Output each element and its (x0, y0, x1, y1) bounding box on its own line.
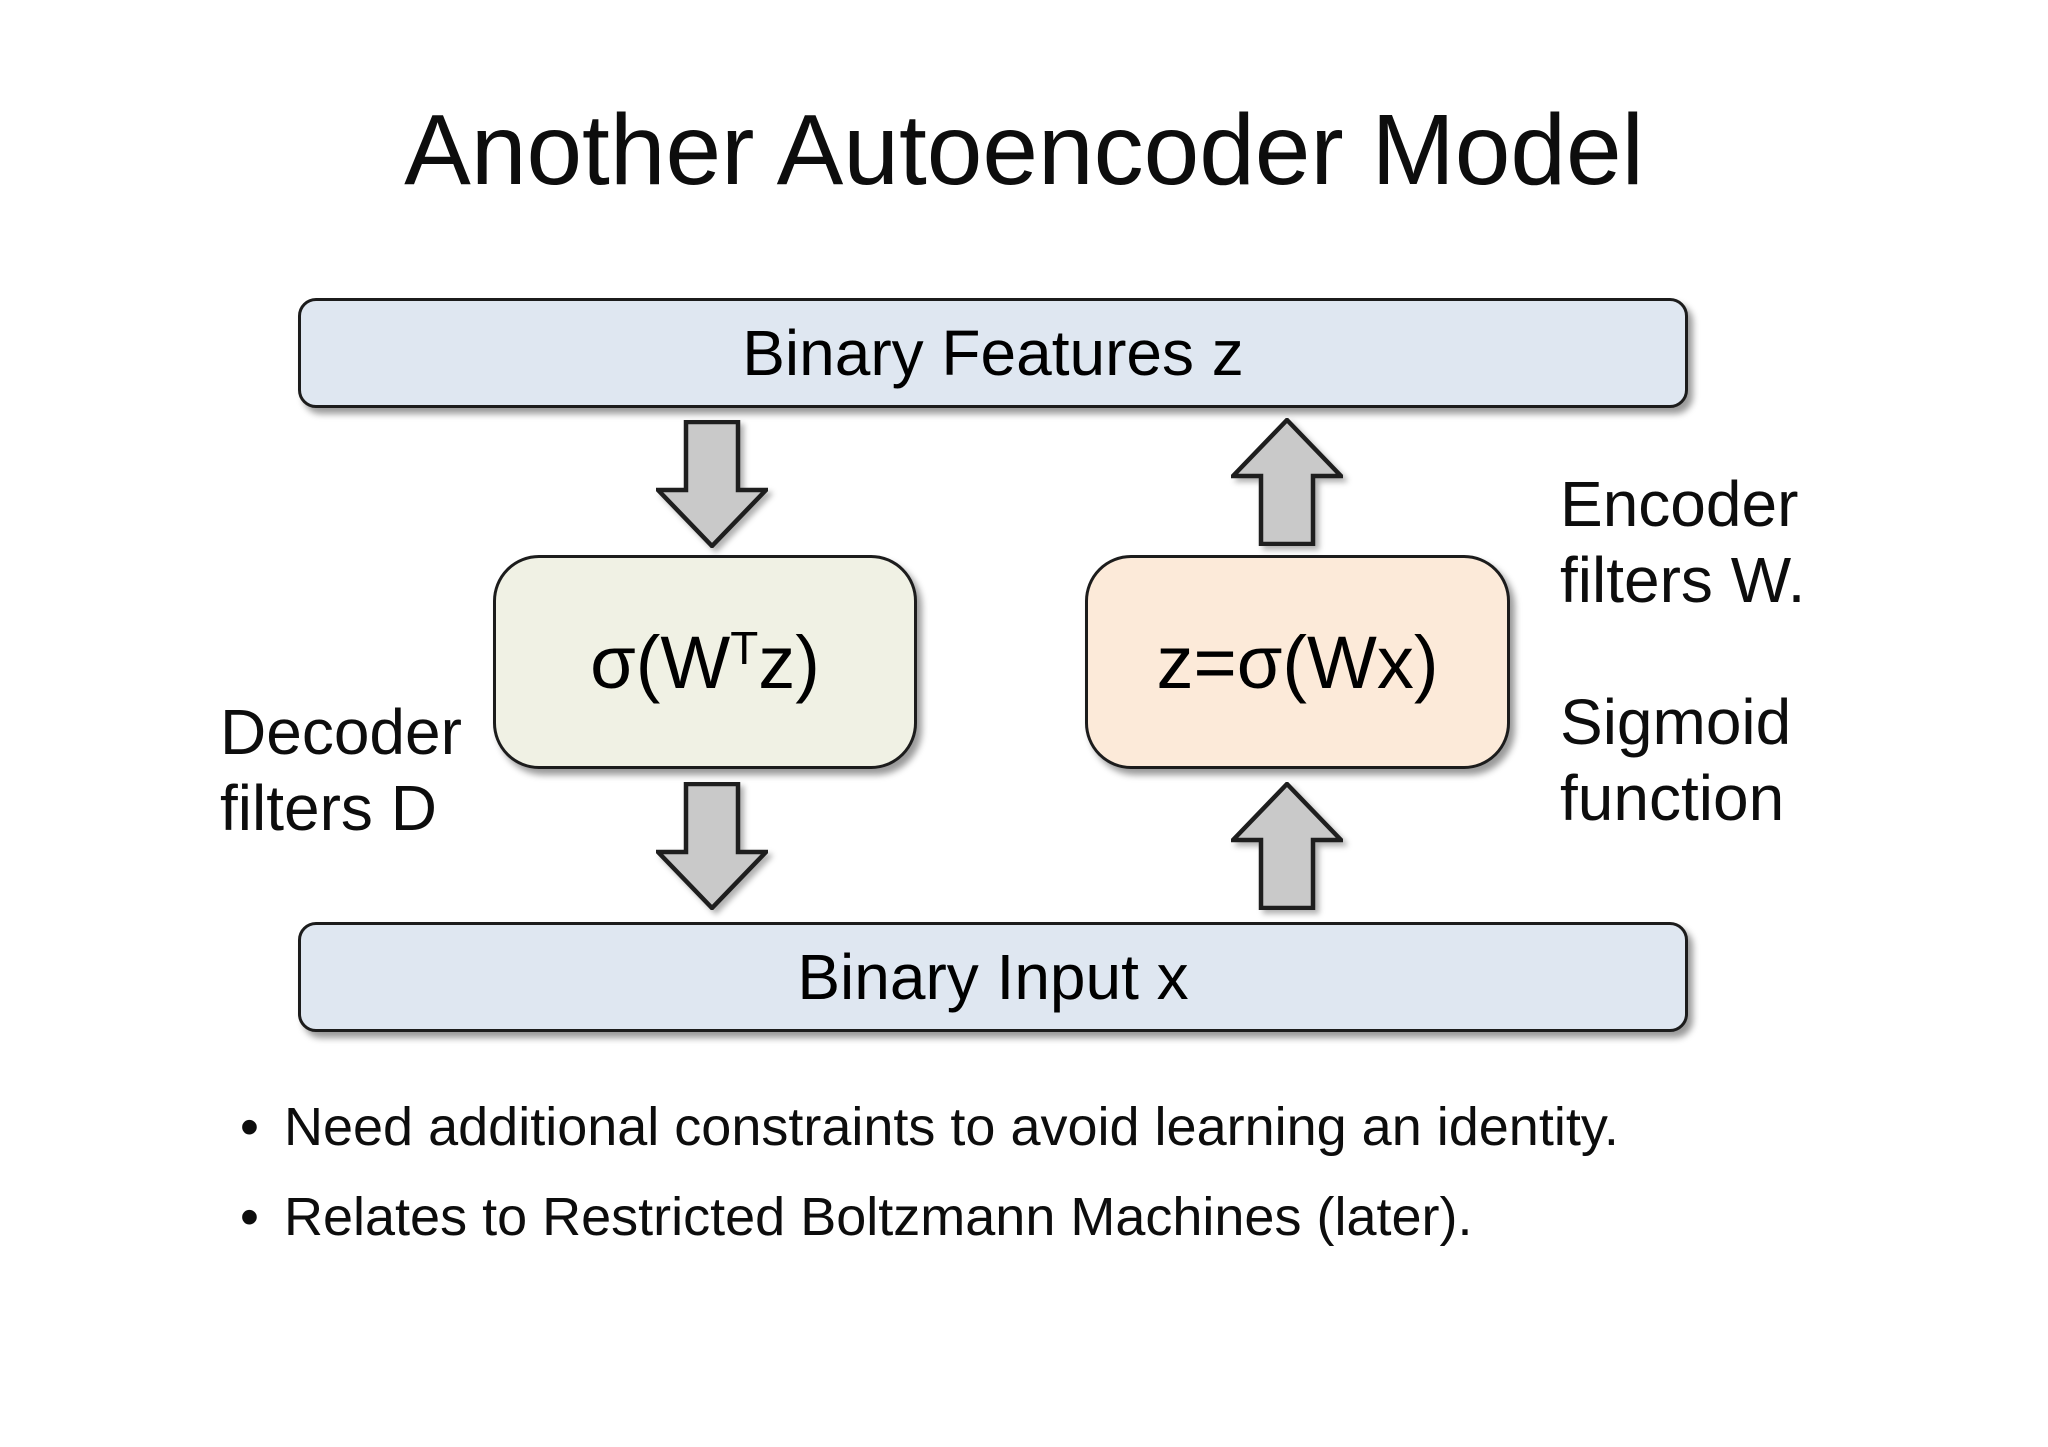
bullet-text: Relates to Restricted Boltzmann Machines… (284, 1187, 1473, 1247)
decoder-formula-prefix: σ(W (590, 620, 731, 704)
decoder-formula-suffix: z) (758, 620, 820, 704)
encoder-filters-label-line1: Encoder (1560, 468, 1799, 540)
down-arrow-shape (656, 782, 768, 910)
binary-features-box: Binary Features z (298, 298, 1688, 408)
decoder-filters-label-line2: filters D (220, 772, 437, 844)
decoder-filters-label-line1: Decoder (220, 696, 462, 768)
binary-input-label: Binary Input x (797, 941, 1189, 1013)
down-arrow-icon (656, 420, 768, 548)
sigmoid-function-label-line1: Sigmoid (1560, 686, 1792, 758)
decoder-box: σ(WTz) (493, 555, 917, 769)
bullet-icon: • (240, 1097, 259, 1157)
bullet-icon: • (240, 1187, 259, 1247)
up-arrow-shape (1231, 782, 1343, 910)
decoder-filters-label: Decoder filters D (220, 694, 462, 846)
down-arrow-shape (656, 420, 768, 548)
encoder-box: z=σ(Wx) (1085, 555, 1510, 769)
list-item: • Need additional constraints to avoid l… (240, 1096, 1948, 1158)
encoder-filters-label: Encoder filters W. (1560, 466, 1805, 618)
binary-input-box: Binary Input x (298, 922, 1688, 1032)
sigmoid-function-label: Sigmoid function (1560, 684, 1791, 836)
up-arrow-icon (1231, 782, 1343, 910)
down-arrow-icon (656, 782, 768, 910)
sigmoid-function-label-line2: function (1560, 762, 1785, 834)
slide-title: Another Autoencoder Model (404, 94, 1644, 206)
encoder-formula: z=σ(Wx) (1156, 620, 1439, 704)
decoder-formula-superscript: T (730, 621, 759, 674)
up-arrow-icon (1231, 418, 1343, 546)
up-arrow-shape (1231, 418, 1343, 546)
binary-features-label: Binary Features z (742, 317, 1244, 389)
decoder-formula: σ(WTz) (590, 620, 820, 705)
bullet-text: Need additional constraints to avoid lea… (284, 1097, 1619, 1157)
list-item: • Relates to Restricted Boltzmann Machin… (240, 1186, 1948, 1248)
bullet-list: • Need additional constraints to avoid l… (240, 1096, 1948, 1276)
encoder-filters-label-line2: filters W. (1560, 544, 1806, 616)
